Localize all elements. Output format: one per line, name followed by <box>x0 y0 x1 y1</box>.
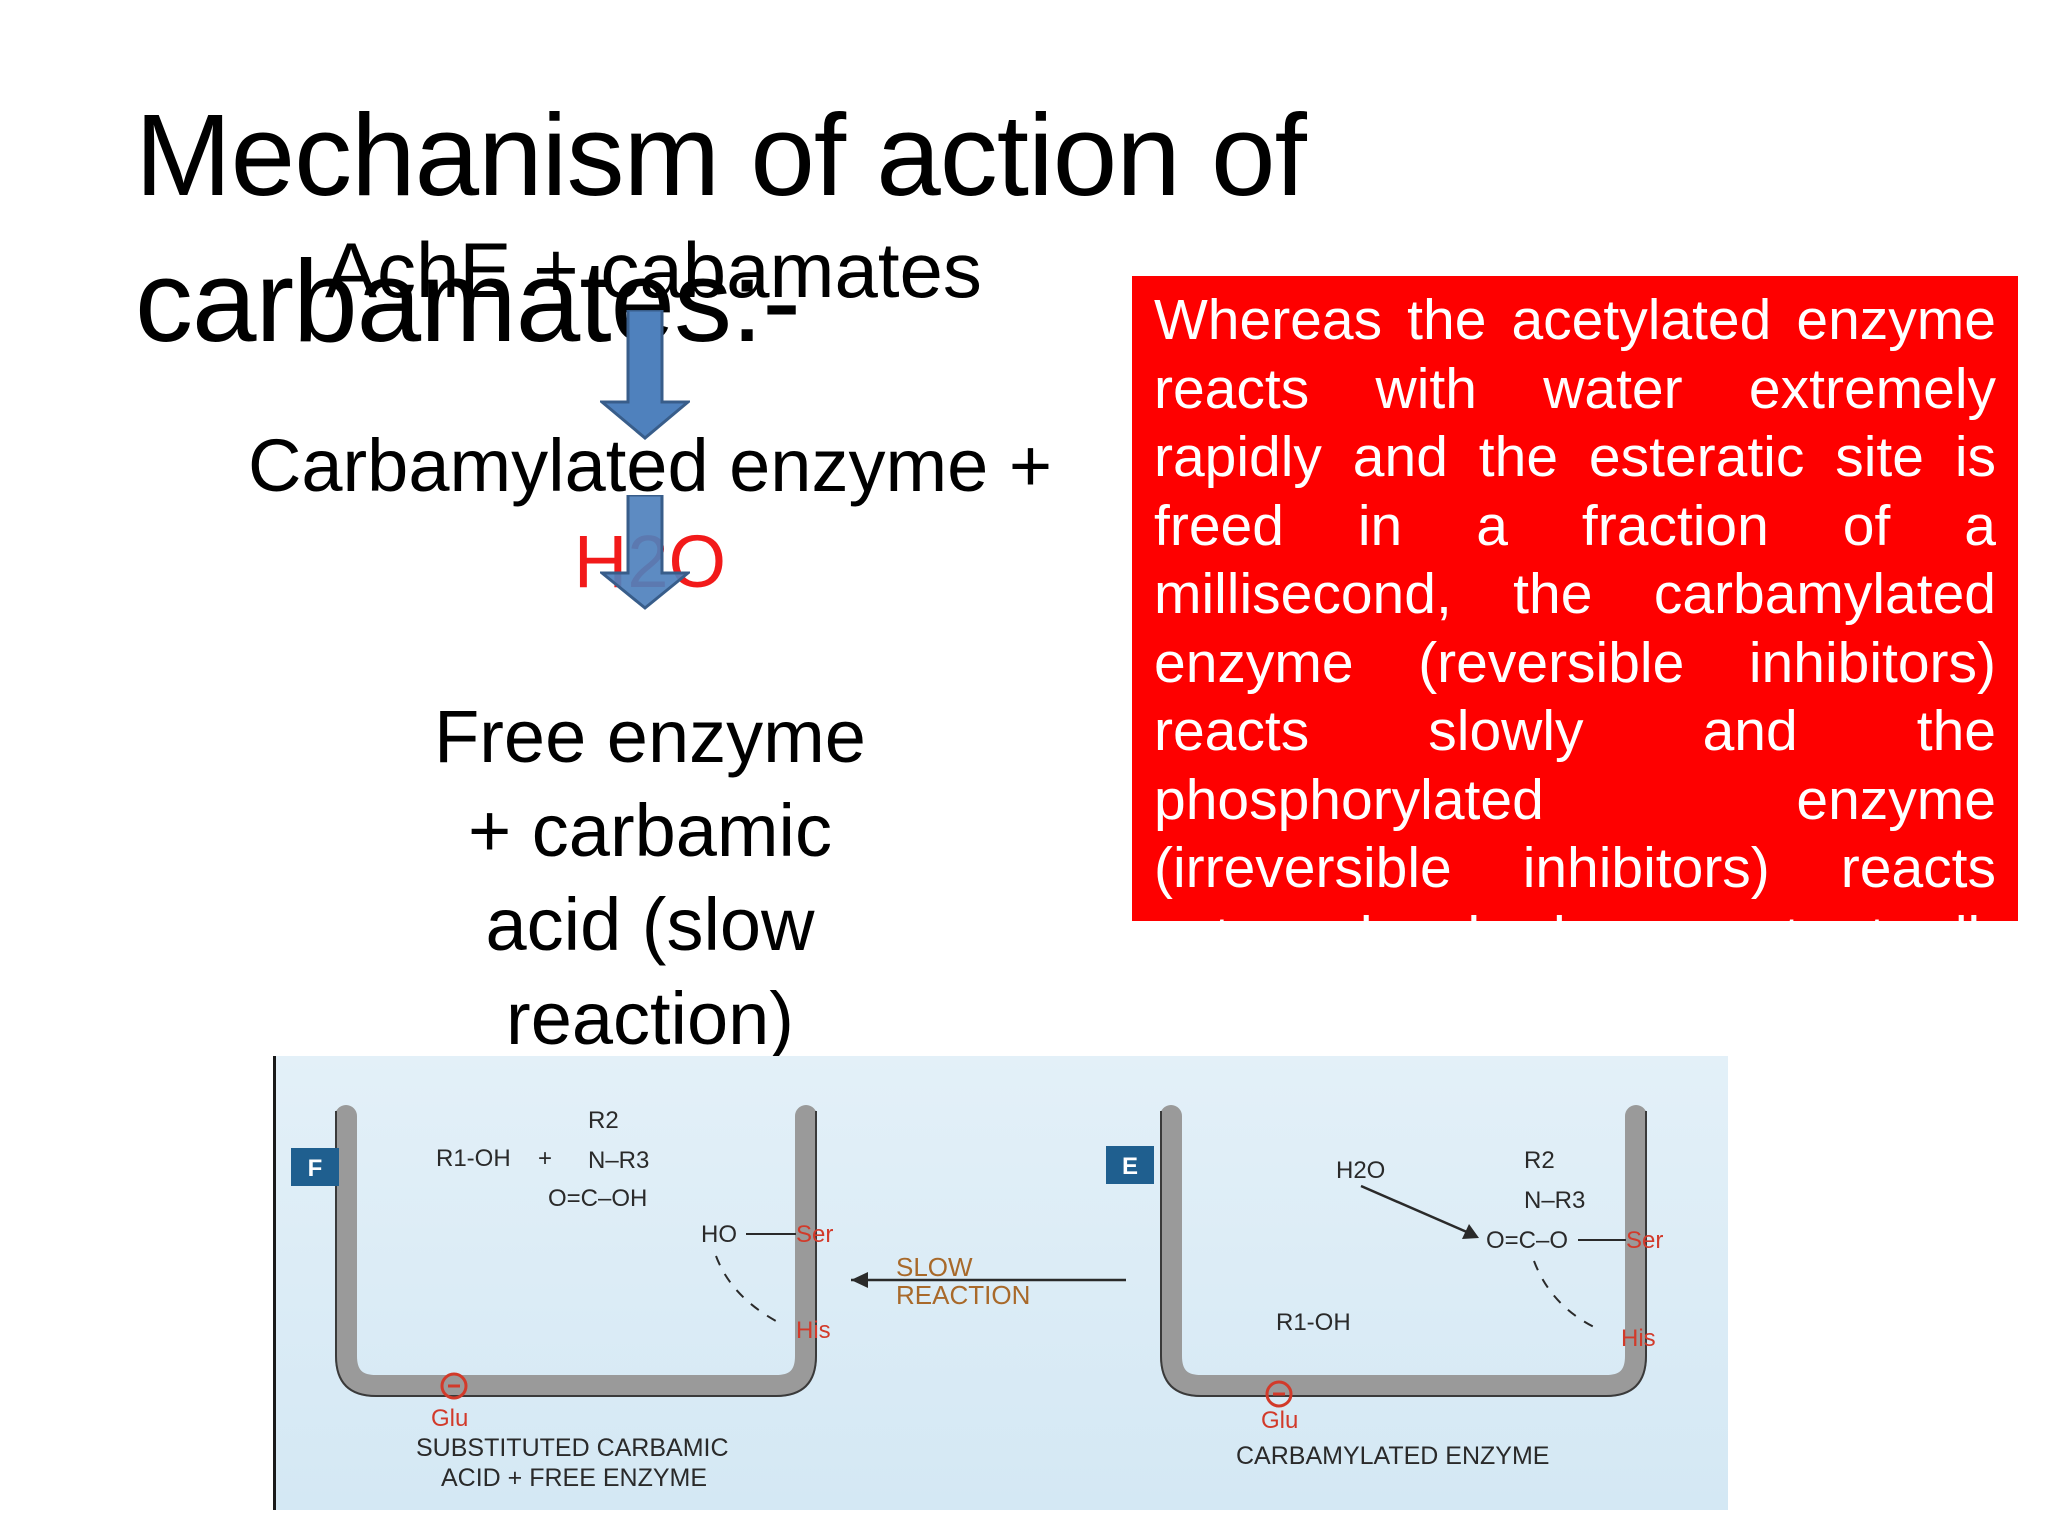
panel-e-his: His <box>1621 1325 1656 1352</box>
panel-f-r2: R2 <box>588 1107 619 1134</box>
intermediate-line: Carbamylated enzyme + <box>247 424 1053 507</box>
panel-f-plus: + <box>538 1145 552 1172</box>
products-line: reaction) <box>506 977 794 1060</box>
mechanism-figure: F R1-OH + R2 N–R3 O=C–OH HO Ser His Glu … <box>273 1056 1728 1510</box>
explanation-box: Whereas the acetylated enzyme reacts wit… <box>1132 276 2018 921</box>
reaction-step-reactants: AchE + cabamates <box>325 226 982 314</box>
h-bond-e <box>1533 1260 1597 1329</box>
panel-f-ho: HO <box>701 1221 737 1248</box>
enzyme-pocket-f <box>335 1105 817 1397</box>
panel-f-acid: O=C–OH <box>548 1185 647 1212</box>
panel-f-glu: Glu <box>431 1405 468 1432</box>
water-attack-arrow <box>1360 1184 1477 1238</box>
mechanism-diagram: F R1-OH + R2 N–R3 O=C–OH HO Ser His Glu … <box>291 1105 1663 1492</box>
arrow-shape <box>600 495 690 610</box>
panel-f-ser: Ser <box>796 1221 833 1248</box>
panel-f-caption-1: SUBSTITUTED CARBAMIC <box>416 1434 729 1462</box>
products-line: acid (slow <box>485 883 815 966</box>
panel-e-n-r3: N–R3 <box>1524 1187 1585 1214</box>
glu-charge-icon-f <box>440 1372 468 1400</box>
explanation-text: Whereas the acetylated enzyme reacts wit… <box>1154 288 1996 921</box>
slow-reaction-label-2: REACTION <box>896 1280 1030 1310</box>
panel-f-alcohol: R1-OH <box>436 1145 511 1172</box>
glu-charge-icon-e <box>1265 1380 1293 1408</box>
products-line: Free enzyme <box>434 695 866 778</box>
slow-reaction-arrowhead <box>851 1272 868 1288</box>
panel-e-glu: Glu <box>1261 1407 1298 1434</box>
products-line: + carbamic <box>468 789 832 872</box>
enzyme-pocket-e-outline <box>1160 1111 1647 1397</box>
panel-f-badge-label: F <box>308 1155 323 1182</box>
panel-e-ser: Ser <box>1626 1227 1663 1254</box>
panel-f-n-r3: N–R3 <box>588 1147 649 1174</box>
panel-e-r2: R2 <box>1524 1147 1555 1174</box>
reaction-step-products: Free enzyme + carbamic acid (slow reacti… <box>330 690 970 1066</box>
panel-e-ester: O=C–O <box>1486 1227 1568 1254</box>
panel-e-water: H2O <box>1336 1157 1385 1184</box>
panel-f-his: His <box>796 1317 831 1344</box>
enzyme-pocket-f-outline <box>335 1111 817 1397</box>
slow-reaction-label-1: SLOW <box>896 1252 973 1282</box>
panel-e-alcohol: R1-OH <box>1276 1309 1351 1336</box>
panel-e-caption: CARBAMYLATED ENZYME <box>1236 1442 1549 1470</box>
panel-e-badge <box>1106 1146 1154 1184</box>
slide-title: Mechanism of action of carbamates:- <box>135 90 1307 366</box>
panel-f-badge <box>291 1148 339 1186</box>
down-arrow-icon <box>600 495 690 610</box>
h-bond-f <box>715 1255 777 1322</box>
panel-f-caption-2: ACID + FREE ENZYME <box>441 1464 707 1492</box>
enzyme-pocket-e <box>1160 1105 1647 1397</box>
arrow-shape <box>600 310 690 440</box>
down-arrow-icon <box>600 310 690 440</box>
panel-e-badge-label: E <box>1122 1153 1138 1180</box>
water-attack-arrowhead <box>1462 1224 1479 1239</box>
